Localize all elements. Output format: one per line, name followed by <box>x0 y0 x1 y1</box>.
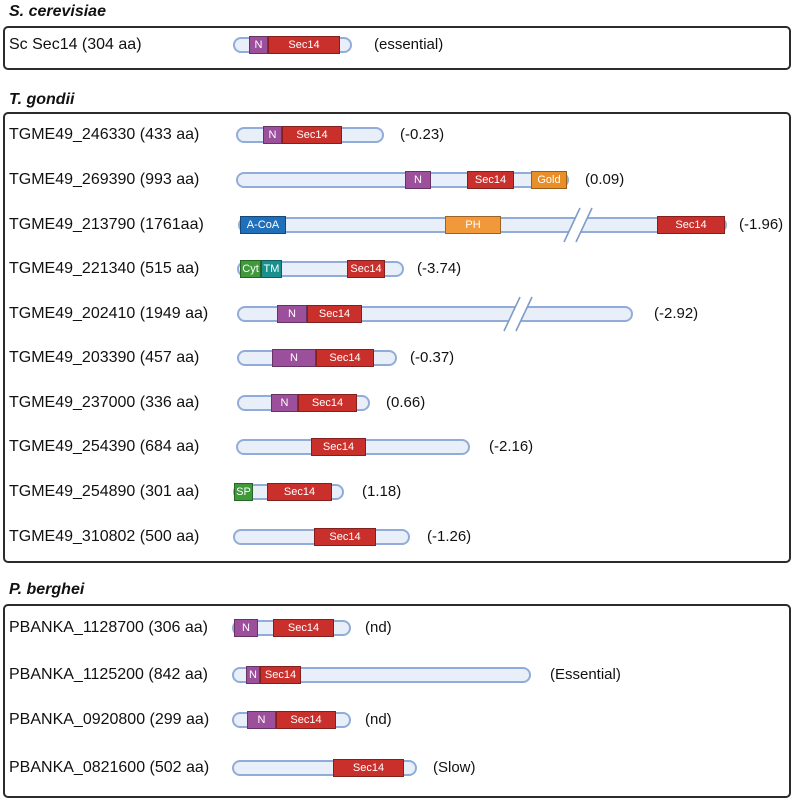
phenotype-note: (Slow) <box>433 759 476 776</box>
phenotype-note: (-0.37) <box>410 349 455 366</box>
protein-label: TGME49_202410 (1949 aa) <box>9 305 209 322</box>
phenotype-note: (-2.16) <box>489 438 534 455</box>
phenotype-note: (nd) <box>365 711 392 728</box>
domain-sec14: Sec14 <box>316 349 374 367</box>
domain-n: N <box>247 711 276 729</box>
protein-label: TGME49_213790 (1761aa) <box>9 216 204 233</box>
protein-label: PBANKA_1125200 (842 aa) <box>9 666 208 683</box>
domain-sec14: Sec14 <box>657 216 725 234</box>
phenotype-note: (1.18) <box>362 483 402 500</box>
protein-label: Sc Sec14 (304 aa) <box>9 36 142 53</box>
section-title: P. berghei <box>9 581 85 598</box>
protein-label: TGME49_203390 (457 aa) <box>9 349 200 366</box>
phenotype-note: (-1.26) <box>427 528 472 545</box>
phenotype-note: (0.09) <box>585 171 625 188</box>
domain-n: N <box>249 36 268 54</box>
domain-ph: PH <box>445 216 501 234</box>
phenotype-note: (-0.23) <box>400 126 445 143</box>
domain-sec14: Sec14 <box>314 528 376 546</box>
section-box <box>3 112 791 563</box>
domain-n: N <box>405 171 431 189</box>
protein-label: PBANKA_1128700 (306 aa) <box>9 619 208 636</box>
protein-label: TGME49_246330 (433 aa) <box>9 126 200 143</box>
domain-sec14: Sec14 <box>333 759 404 777</box>
domain-sec14: Sec14 <box>311 438 366 456</box>
section-box <box>3 604 791 798</box>
domain-n: N <box>272 349 316 367</box>
protein-label: TGME49_221340 (515 aa) <box>9 260 200 277</box>
domain-sec14: Sec14 <box>282 126 342 144</box>
protein-label: TGME49_254390 (684 aa) <box>9 438 200 455</box>
protein-label: TGME49_237000 (336 aa) <box>9 394 200 411</box>
phenotype-note: (essential) <box>374 36 444 53</box>
domain-sec14: Sec14 <box>260 666 301 684</box>
domain-sec14: Sec14 <box>267 483 332 501</box>
section-title: S. cerevisiae <box>9 3 106 20</box>
domain-sec14: Sec14 <box>268 36 340 54</box>
section-box <box>3 26 791 70</box>
domain-sec14: Sec14 <box>298 394 357 412</box>
protein-label: TGME49_269390 (993 aa) <box>9 171 200 188</box>
protein-bar <box>236 172 569 188</box>
domain-sec14: Sec14 <box>467 171 514 189</box>
phenotype-note: (-1.96) <box>739 216 784 233</box>
break-mark <box>563 207 593 243</box>
domain-cyt: Cyt <box>240 260 261 278</box>
protein-label: TGME49_310802 (500 aa) <box>9 528 200 545</box>
protein-label: PBANKA_0821600 (502 aa) <box>9 759 210 776</box>
domain-sec14: Sec14 <box>273 619 334 637</box>
protein-bar <box>232 667 531 683</box>
domain-sp: SP <box>234 483 253 501</box>
protein-label: TGME49_254890 (301 aa) <box>9 483 200 500</box>
break-mark <box>503 296 533 332</box>
phenotype-note: (0.66) <box>386 394 426 411</box>
phenotype-note: (nd) <box>365 619 392 636</box>
section-title: T. gondii <box>9 91 75 108</box>
protein-label: PBANKA_0920800 (299 aa) <box>9 711 210 728</box>
domain-tm: TM <box>261 260 282 278</box>
domain-sec14: Sec14 <box>307 305 362 323</box>
domain-n: N <box>263 126 282 144</box>
domain-sec14: Sec14 <box>276 711 336 729</box>
domain-n: N <box>271 394 298 412</box>
domain-n: N <box>234 619 258 637</box>
phenotype-note: (Essential) <box>550 666 621 683</box>
domain-n: N <box>277 305 307 323</box>
phenotype-note: (-2.92) <box>654 305 699 322</box>
phenotype-note: (-3.74) <box>417 260 462 277</box>
domain-a-coa: A-CoA <box>240 216 286 234</box>
domain-n: N <box>246 666 260 684</box>
domain-gold: Gold <box>531 171 567 189</box>
domain-sec14: Sec14 <box>347 260 385 278</box>
